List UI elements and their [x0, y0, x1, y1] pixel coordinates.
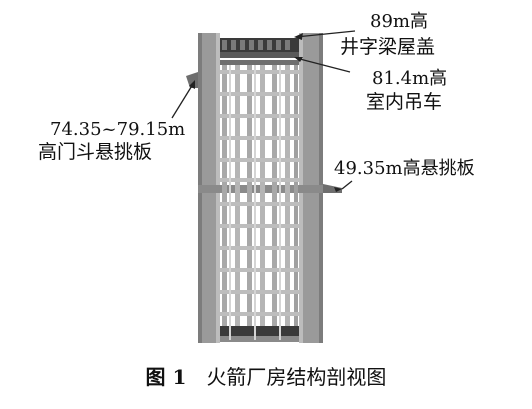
arrow-heads — [189, 33, 342, 192]
label-cantilever-high-name: 高门斗悬挑板 — [38, 141, 153, 163]
interior-frame — [220, 60, 299, 342]
leader-lines — [171, 30, 356, 190]
caption-title: 火箭厂房结构剖视图 — [206, 365, 387, 389]
figure-caption: 图 1 火箭厂房结构剖视图 — [0, 361, 532, 390]
caption-number: 图 1 — [145, 365, 187, 389]
label-crane-elevation: 81.4m高 — [372, 68, 448, 89]
label-roof-type: 井字梁屋盖 — [340, 36, 436, 58]
label-cantilever-mid: 49.35m高悬挑板 — [334, 158, 475, 179]
crane-beam — [220, 60, 299, 65]
label-cantilever-high-range: 74.35~79.15m — [50, 119, 186, 140]
roof-structure — [220, 38, 299, 58]
label-roof-elevation: 89m高 — [370, 11, 428, 32]
label-crane-name: 室内吊车 — [366, 91, 443, 113]
